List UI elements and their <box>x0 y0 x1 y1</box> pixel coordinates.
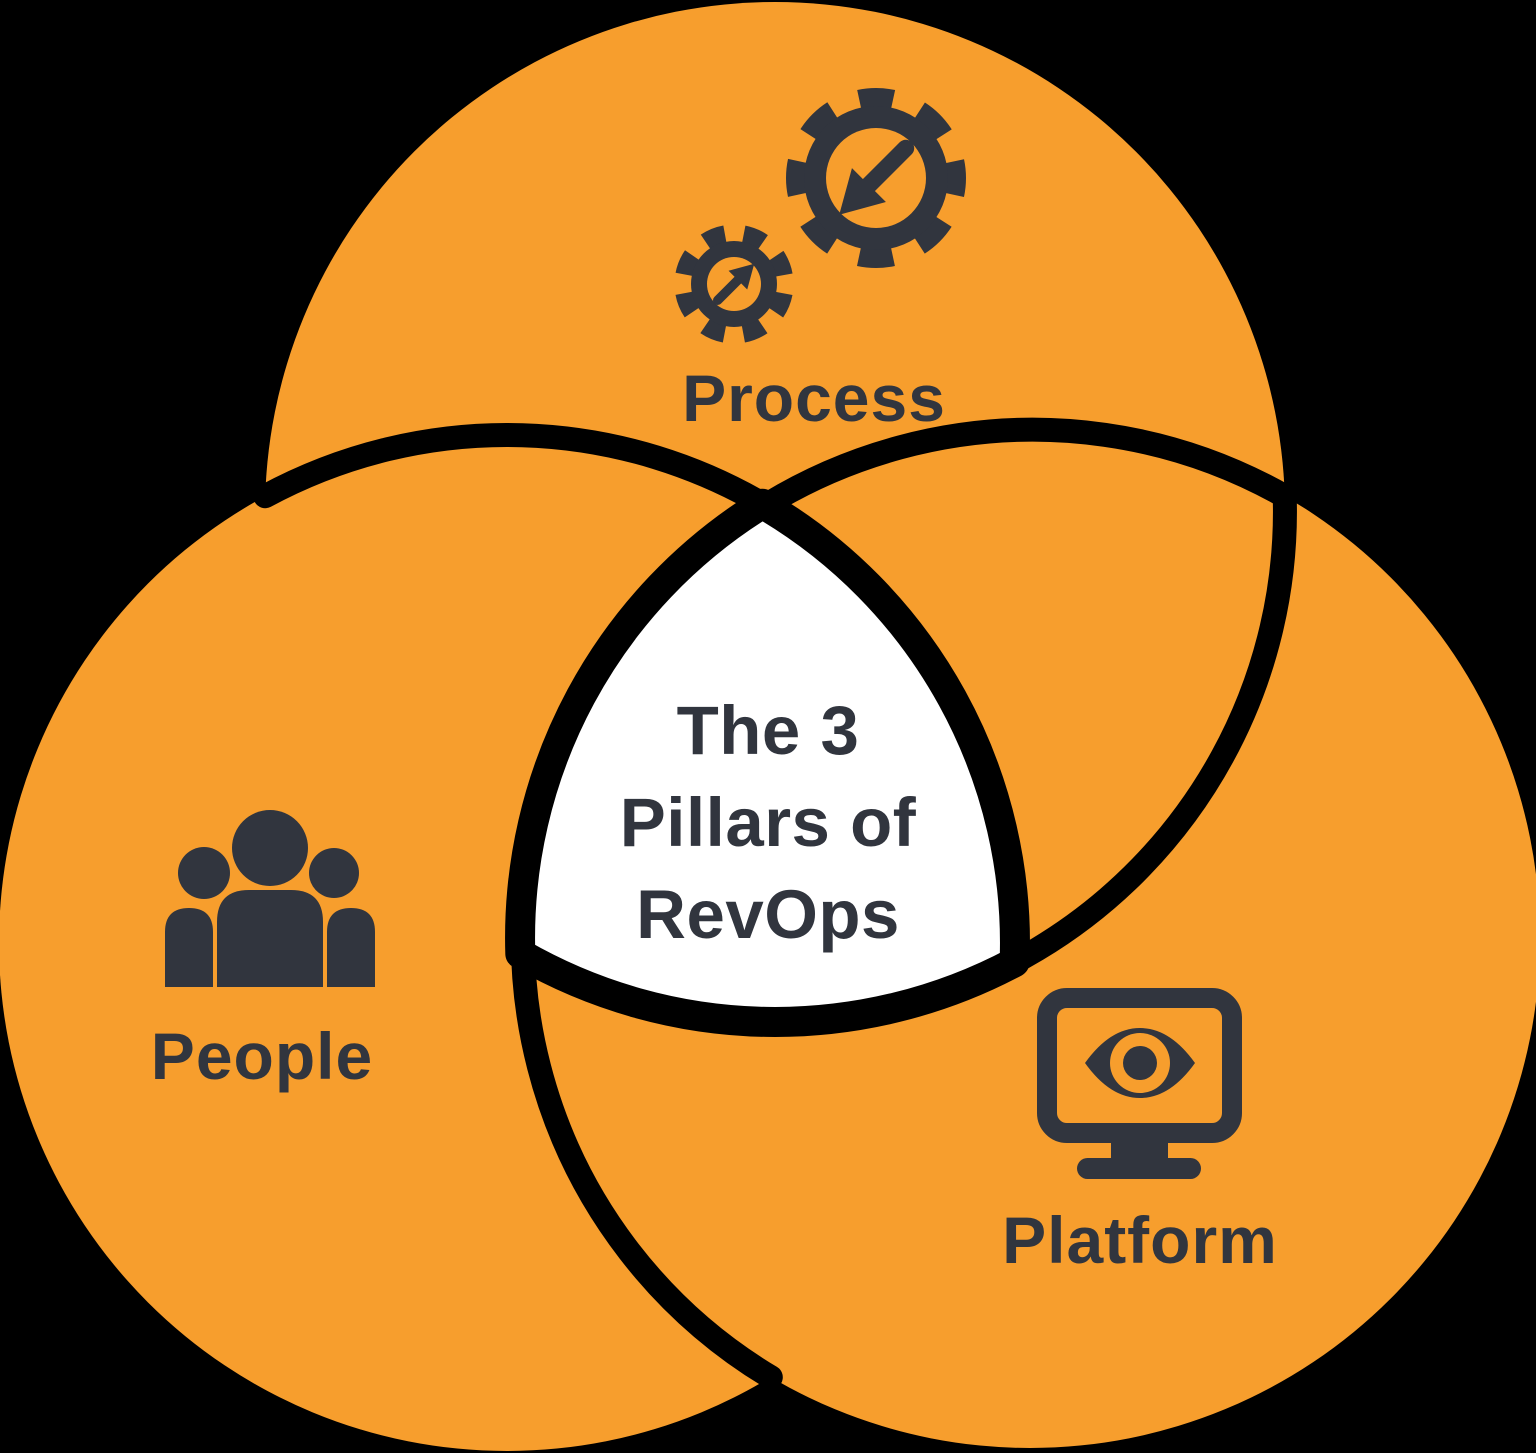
large-gear-arrow-shaft <box>859 139 915 195</box>
eye-pupil <box>1123 1046 1157 1080</box>
small-gear <box>674 224 794 344</box>
large-gear <box>786 88 966 268</box>
center-title-line1: The 3 <box>677 692 860 769</box>
large-gear-teeth <box>786 88 966 268</box>
monitor-stand-base <box>1077 1158 1201 1179</box>
process-label: Process <box>682 361 946 435</box>
monitor-stand-neck <box>1111 1141 1168 1163</box>
small-gear-arrow <box>712 263 755 306</box>
large-gear-arrow-head <box>839 168 886 215</box>
people-group-icon <box>165 810 375 987</box>
center-overlap-shape <box>505 488 1030 1037</box>
person-left-body <box>165 908 213 987</box>
monitor-screen-frame <box>1037 988 1242 1143</box>
large-gear-arrow <box>839 139 915 215</box>
small-gear-arrow-head <box>728 263 755 290</box>
monitor-eye-icon <box>1037 988 1242 1179</box>
person-left-head <box>178 847 230 899</box>
person-center-head <box>232 810 308 886</box>
small-gear-arrow-shaft <box>712 275 743 306</box>
people-label: People <box>151 1019 373 1093</box>
person-center-body <box>217 890 323 987</box>
center-title-line3: RevOps <box>636 876 900 953</box>
gears-icon <box>674 88 966 344</box>
center-title: The 3 Pillars of RevOps <box>620 692 917 953</box>
center-title-line2: Pillars of <box>620 784 917 861</box>
person-right-head <box>309 848 359 898</box>
person-right-body <box>327 908 375 987</box>
platform-label: Platform <box>1002 1203 1278 1277</box>
